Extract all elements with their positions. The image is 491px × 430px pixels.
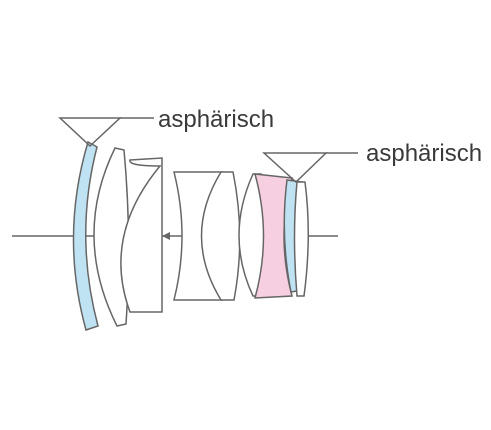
left-aspherical-marker-icon [58,117,122,148]
lens-element-2 [93,147,130,327]
lens-element-9 [293,181,310,297]
left-aspherical-label: asphärisch [158,106,275,133]
right-aspherical-marker-icon [262,152,328,184]
lens-element-3 [120,157,163,313]
lens-element-5 [200,171,241,301]
right-aspherical-label: asphärisch [366,140,483,167]
aperture-marker-icon [162,232,170,240]
lens-element-1-aspherical [72,140,99,331]
